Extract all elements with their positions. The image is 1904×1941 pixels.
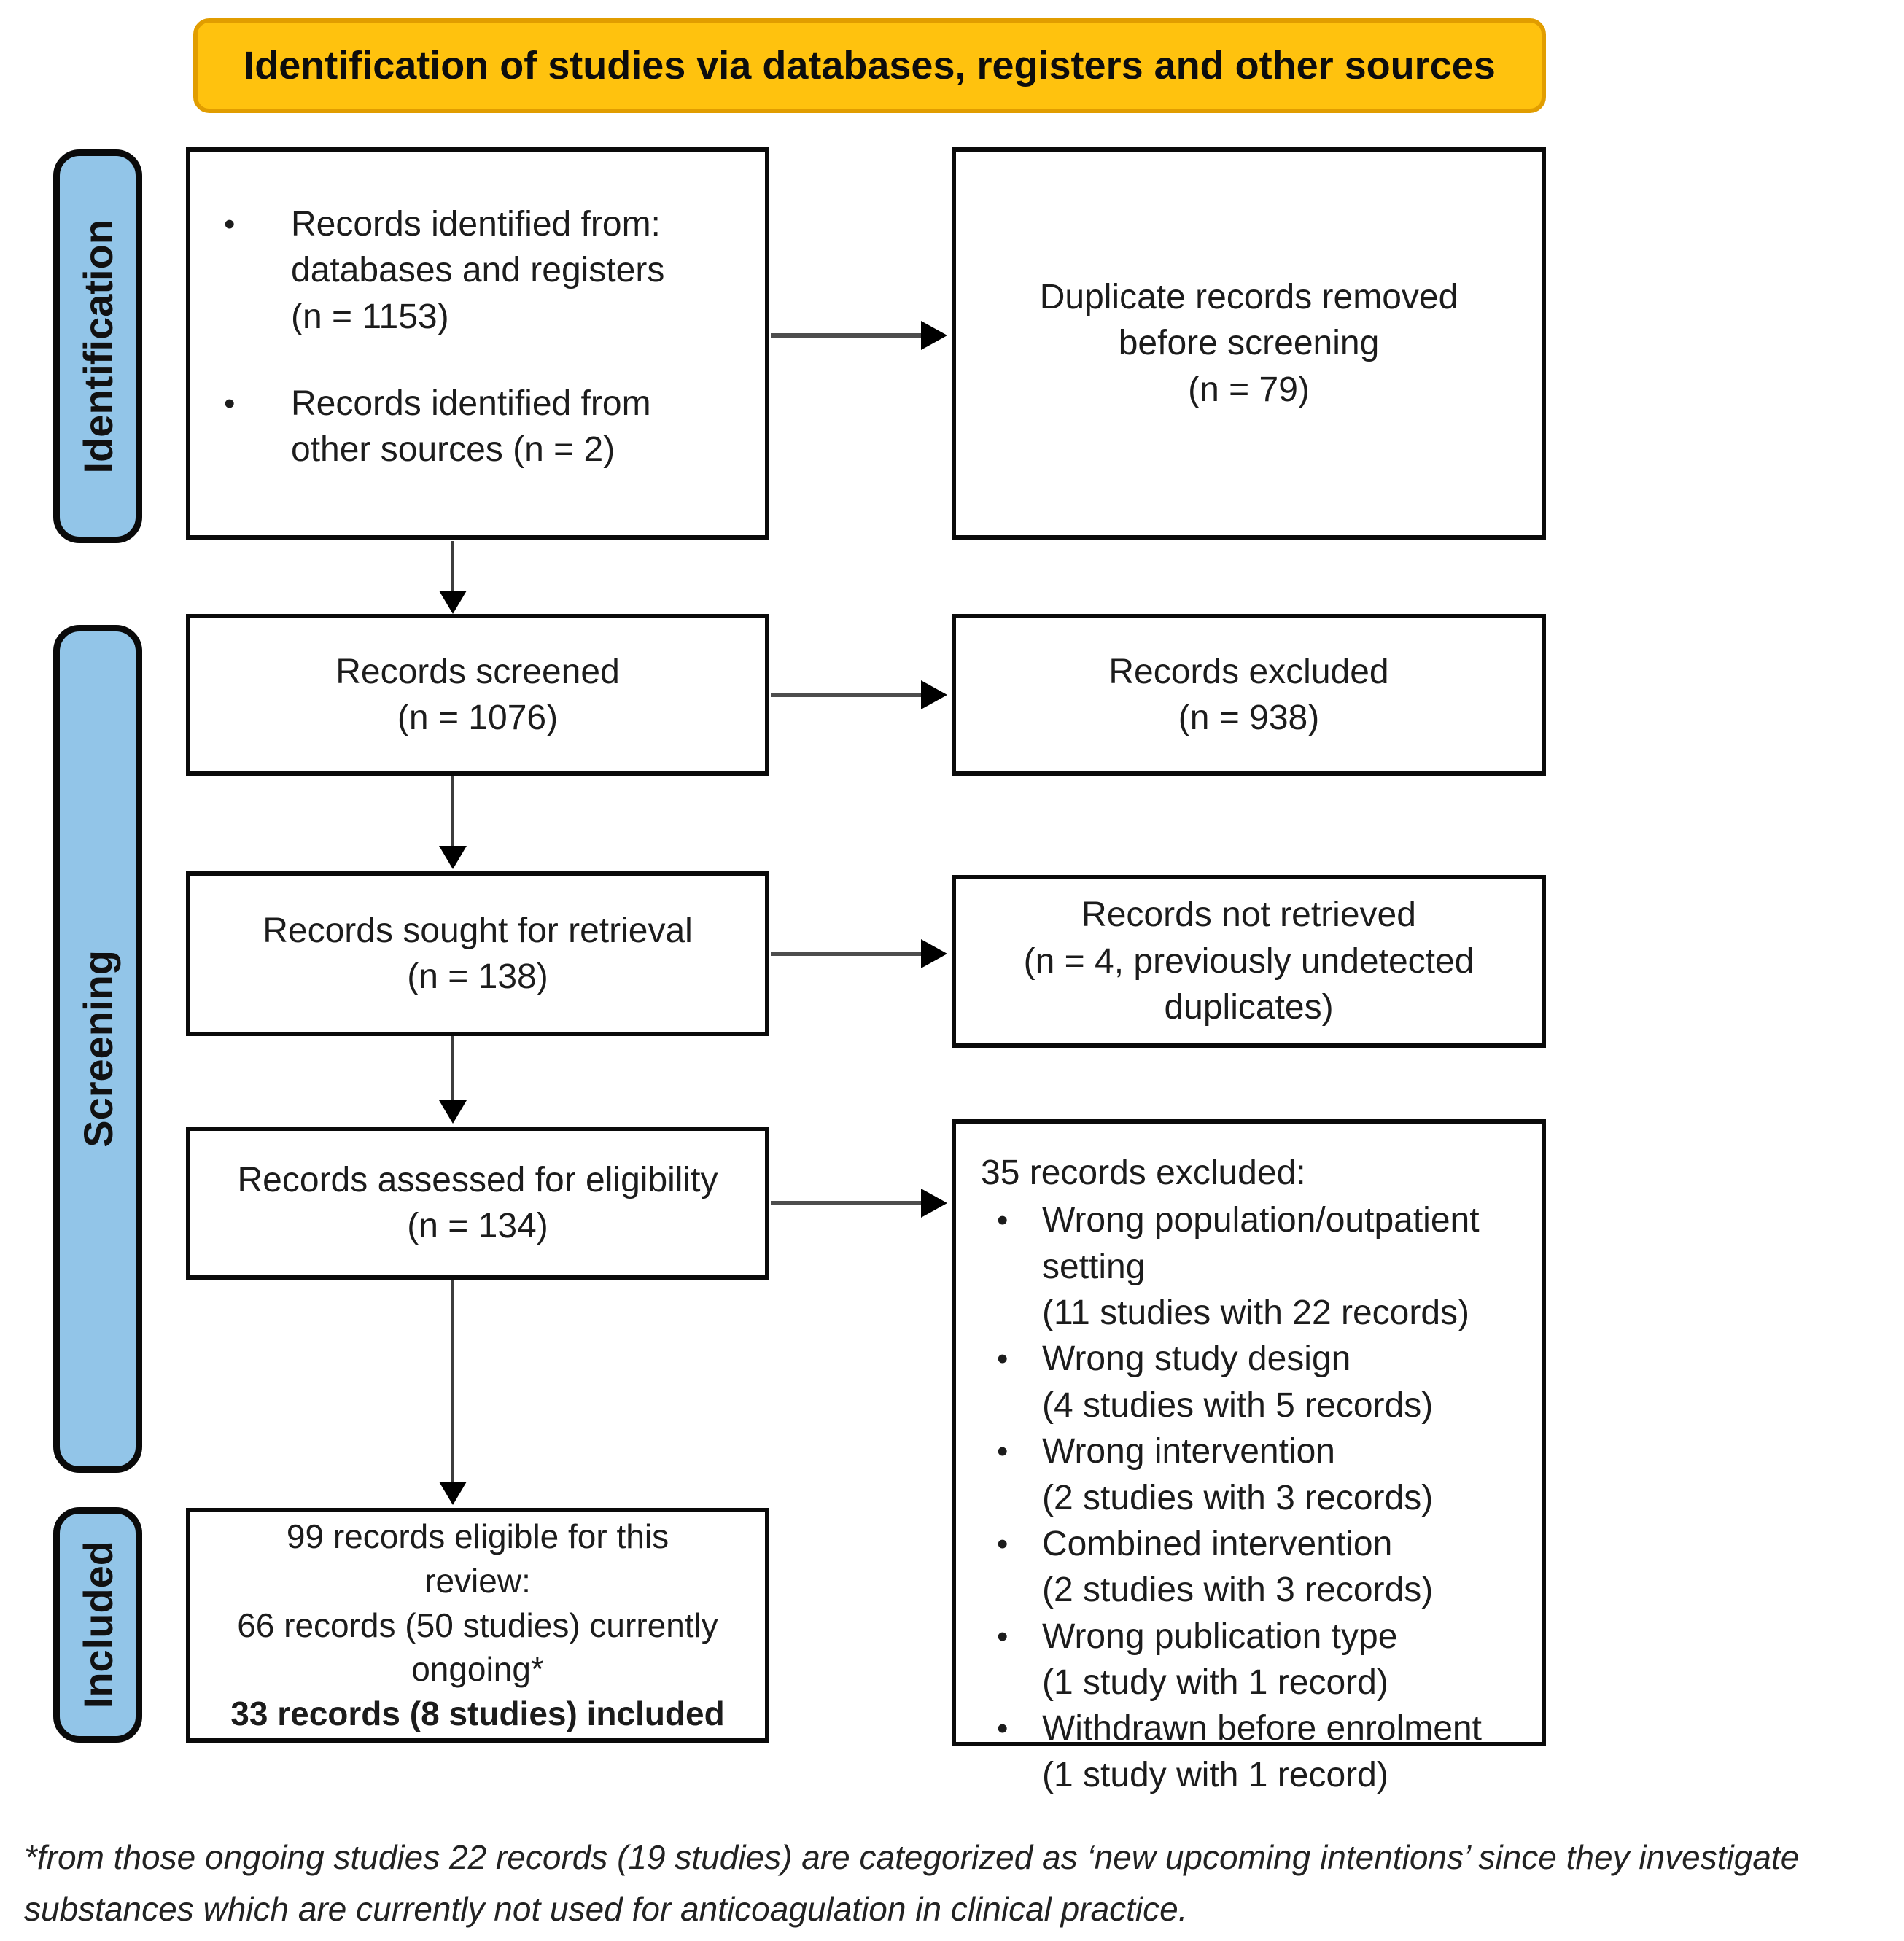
records-screened-text: Records screened (n = 1076) (335, 652, 620, 737)
exclusion-reason-population: Wrong population/outpatient setting (11 … (1042, 1201, 1480, 1333)
records-eligible-text: 99 records eligible for this review: 66 … (237, 1517, 718, 1689)
exclusion-reasons-heading: 35 records excluded: (981, 1154, 1306, 1192)
exclusion-reasons-box: 35 records excluded: • Wrong population/… (952, 1119, 1546, 1794)
stage-bar-screening: Screening (53, 625, 142, 1473)
list-item: • Wrong population/outpatient setting (1… (976, 1197, 1528, 1336)
records-included-text: 33 records (8 studies) included (230, 1695, 725, 1733)
exclusion-reason-withdrawn: Withdrawn before enrolment (1 study with… (1042, 1709, 1482, 1794)
bullet-icon: • (997, 1202, 1009, 1239)
list-item: • Combined intervention (2 studies with … (976, 1521, 1528, 1614)
records-identified-databases-text: Records identified from: databases and r… (291, 205, 665, 336)
list-item: • Wrong intervention (2 studies with 3 r… (976, 1428, 1528, 1521)
bullet-icon: • (997, 1341, 1009, 1377)
stage-bar-identification: Identification (53, 149, 142, 543)
records-assessed-text: Records assessed for eligibility (n = 13… (237, 1160, 718, 1245)
stage-label-screening: Screening (74, 950, 121, 1148)
bullet-icon: • (997, 1618, 1009, 1654)
records-assessed-box: Records assessed for eligibility (n = 13… (186, 1127, 769, 1280)
records-identified-box: • Records identified from: databases and… (186, 147, 769, 540)
bullet-icon: • (997, 1711, 1009, 1747)
diagram-title: Identification of studies via databases,… (244, 44, 1496, 87)
list-item: • Records identified from: databases and… (224, 201, 750, 340)
bullet-icon: • (224, 386, 236, 422)
stage-label-identification: Identification (74, 219, 121, 474)
records-excluded-box: Records excluded (n = 938) (952, 614, 1546, 776)
bullet-icon: • (997, 1525, 1009, 1562)
exclusion-reason-study-design: Wrong study design (4 studies with 5 rec… (1042, 1339, 1434, 1425)
list-item: • Withdrawn before enrolment (1 study wi… (976, 1705, 1528, 1798)
list-item: • Wrong study design (4 studies with 5 r… (976, 1336, 1528, 1428)
records-not-retrieved-text: Records not retrieved (n = 4, previously… (1023, 895, 1474, 1027)
records-sought-box: Records sought for retrieval (n = 138) (186, 871, 769, 1036)
list-item: • Wrong publication type (1 study with 1… (976, 1614, 1528, 1706)
bullet-icon: • (997, 1434, 1009, 1470)
footnote-text: *from those ongoing studies 22 records (… (24, 1838, 1800, 1929)
title-banner: Identification of studies via databases,… (193, 18, 1546, 113)
stage-label-included: Included (74, 1541, 121, 1709)
records-identified-other-sources-text: Records identified from other sources (n… (291, 384, 651, 470)
exclusion-reason-publication-type: Wrong publication type (1 study with 1 r… (1042, 1617, 1398, 1702)
duplicates-removed-box: Duplicate records removed before screeni… (952, 147, 1546, 540)
records-sought-text: Records sought for retrieval (n = 138) (263, 911, 693, 996)
bullet-icon: • (224, 206, 236, 242)
duplicates-removed-text: Duplicate records removed before screeni… (1039, 277, 1458, 409)
records-not-retrieved-box: Records not retrieved (n = 4, previously… (952, 875, 1546, 1048)
exclusion-reason-combined: Combined intervention (2 studies with 3 … (1042, 1524, 1434, 1610)
exclusion-reason-intervention: Wrong intervention (2 studies with 3 rec… (1042, 1432, 1434, 1517)
records-screened-box: Records screened (n = 1076) (186, 614, 769, 776)
list-item: • Records identified from other sources … (224, 381, 750, 473)
records-excluded-text: Records excluded (n = 938) (1108, 652, 1389, 737)
records-eligible-box: 99 records eligible for this review: 66 … (186, 1508, 769, 1743)
stage-bar-included: Included (53, 1507, 142, 1743)
